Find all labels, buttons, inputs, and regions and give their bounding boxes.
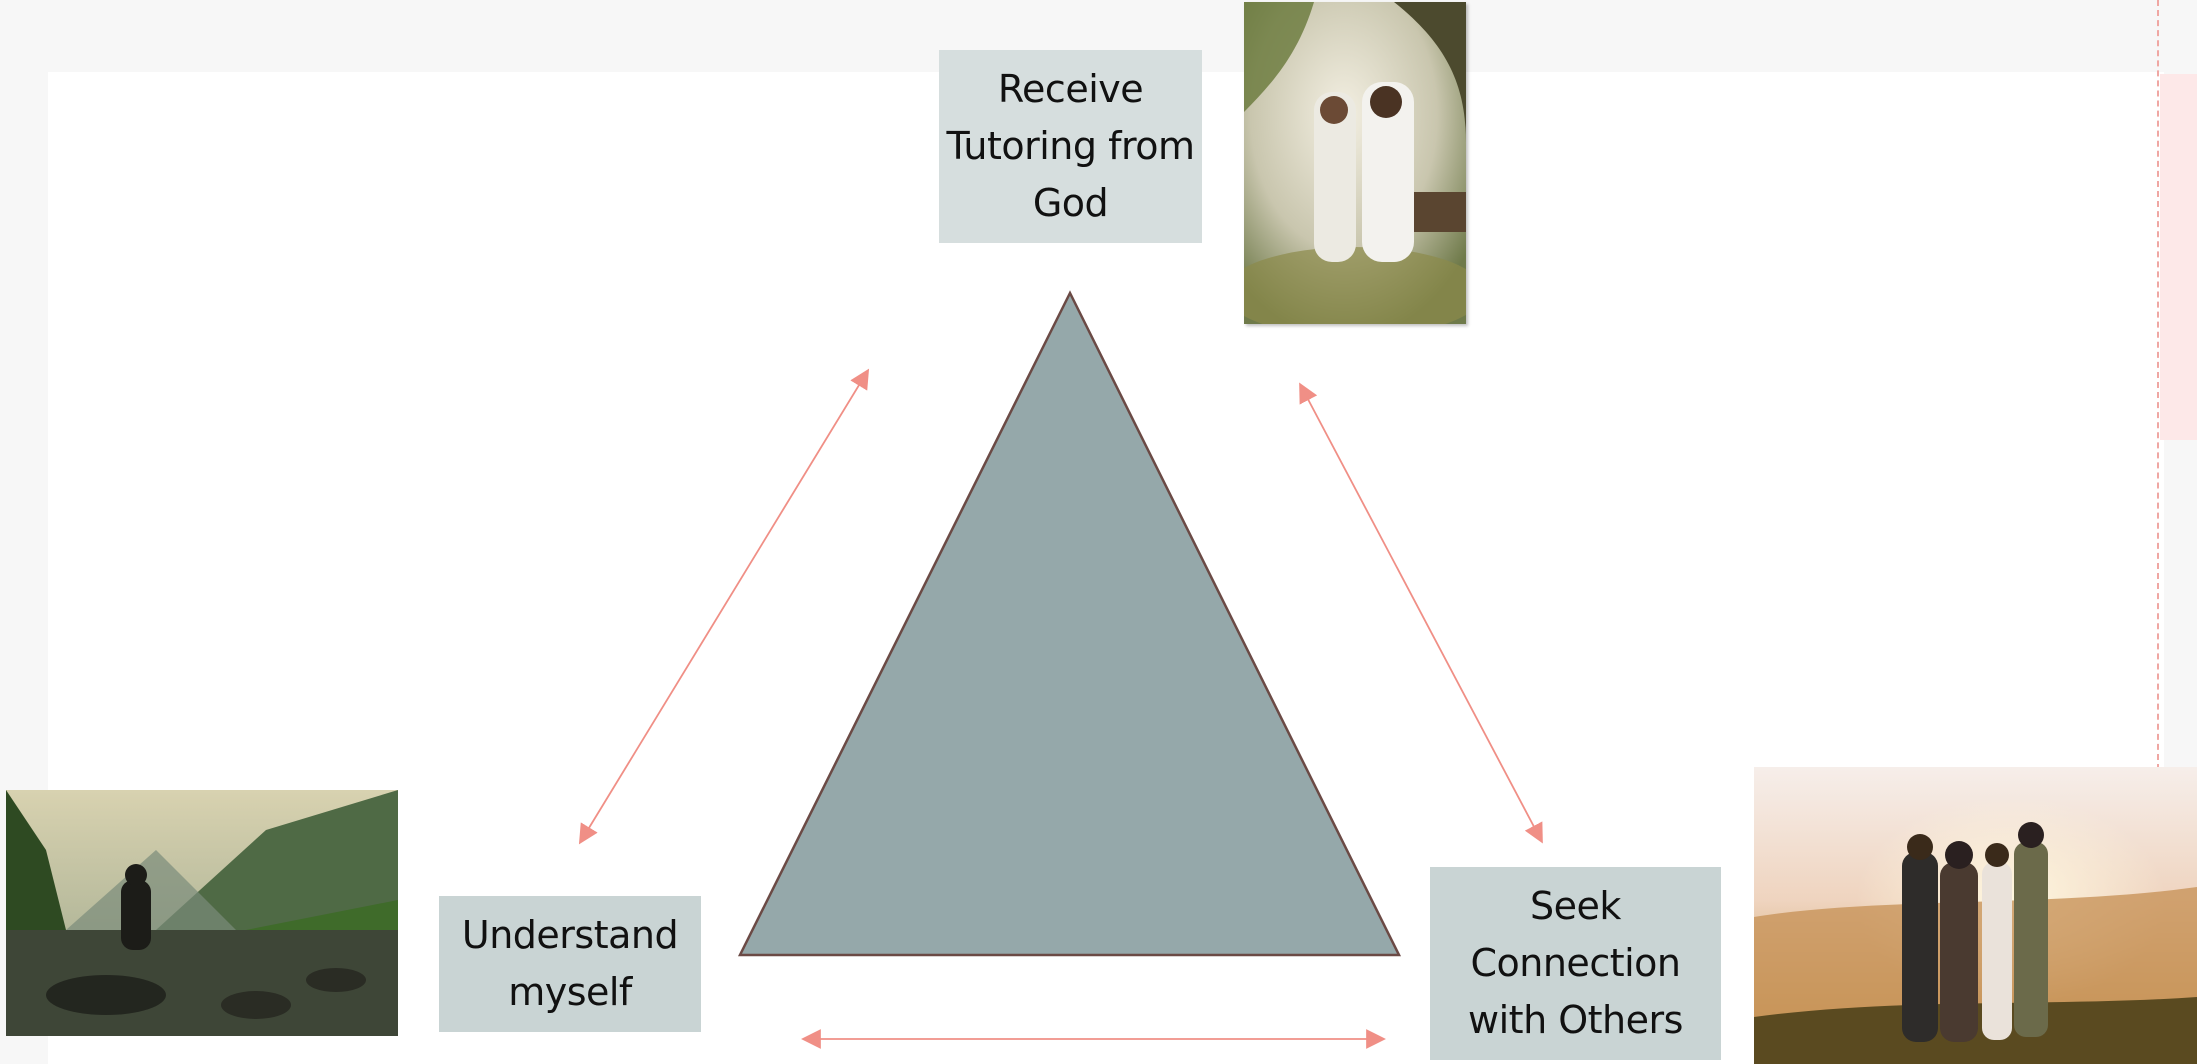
node-label-bottom-left: Understand myself xyxy=(439,896,701,1032)
arrow-left-top xyxy=(578,368,870,845)
couple-photo xyxy=(1244,2,1466,324)
node-label-top-text: Receive Tutoring from God xyxy=(946,67,1195,225)
arrow-top-right xyxy=(1299,382,1543,844)
friends-sunset-photo xyxy=(1754,767,2197,1064)
river-meditation-photo xyxy=(6,790,398,1036)
central-triangle xyxy=(737,290,1402,957)
node-label-bottom-left-text: Understand myself xyxy=(461,913,679,1014)
node-label-bottom-right-text: Seek Connection with Others xyxy=(1468,884,1683,1042)
node-label-bottom-right: Seek Connection with Others xyxy=(1430,867,1721,1060)
side-panel xyxy=(2160,74,2197,440)
node-label-top: Receive Tutoring from God xyxy=(939,50,1202,243)
guide-line xyxy=(2157,0,2159,770)
